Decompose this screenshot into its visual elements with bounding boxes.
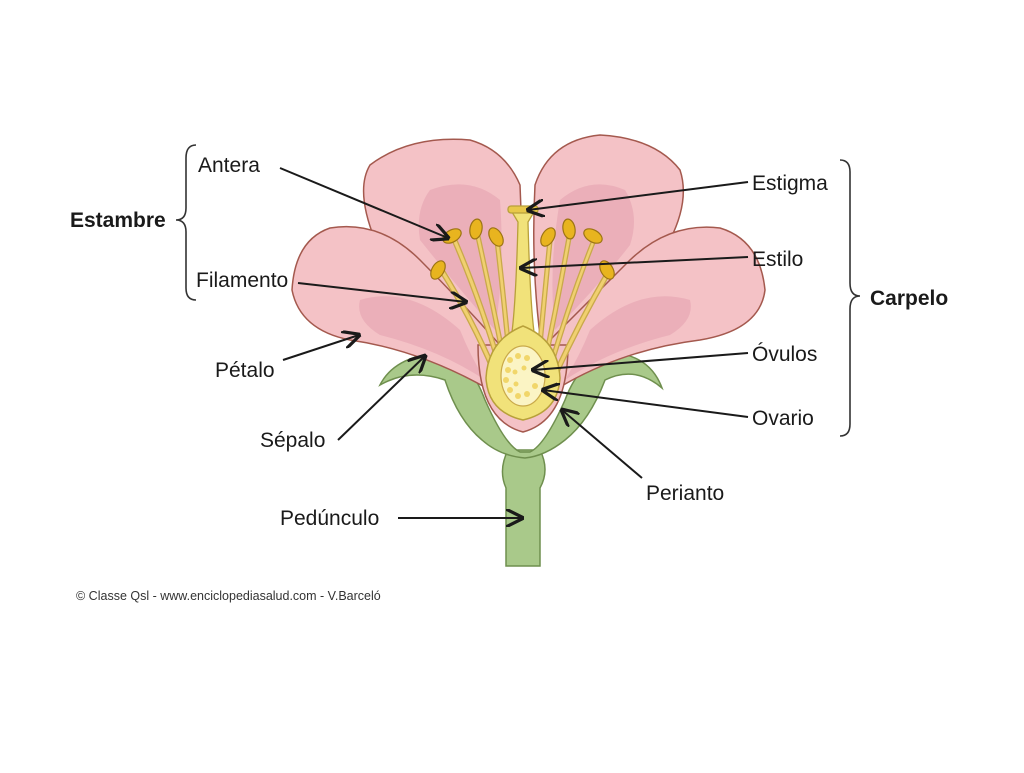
group-label-estambre: Estambre	[70, 209, 166, 232]
label-estigma: Estigma	[752, 172, 828, 195]
pointer-arrows	[279, 167, 749, 518]
sepal-shape	[378, 351, 664, 459]
brace-estambre	[175, 144, 197, 301]
petal-shading-lower-left	[359, 296, 485, 380]
ovule-chamber	[500, 345, 546, 407]
label-petalo: Pétalo	[215, 359, 275, 382]
credit-text: © Classe Qsl - www.enciclopediasalud.com…	[76, 589, 381, 603]
label-pedunculo: Pedúnculo	[280, 507, 379, 530]
label-filamento: Filamento	[196, 269, 288, 292]
group-label-carpelo: Carpelo	[870, 287, 948, 310]
brace-carpelo	[839, 159, 861, 437]
ovules	[503, 353, 538, 399]
label-sepalo: Sépalo	[260, 429, 325, 452]
peduncle-shape	[501, 449, 546, 567]
label-ovario: Ovario	[752, 407, 814, 430]
anthers	[430, 218, 615, 280]
label-antera: Antera	[198, 154, 260, 177]
label-estilo: Estilo	[752, 248, 803, 271]
label-perianto: Perianto	[646, 482, 724, 505]
petal-shading-lower-right	[565, 296, 691, 380]
label-ovulos: Óvulos	[752, 343, 817, 366]
